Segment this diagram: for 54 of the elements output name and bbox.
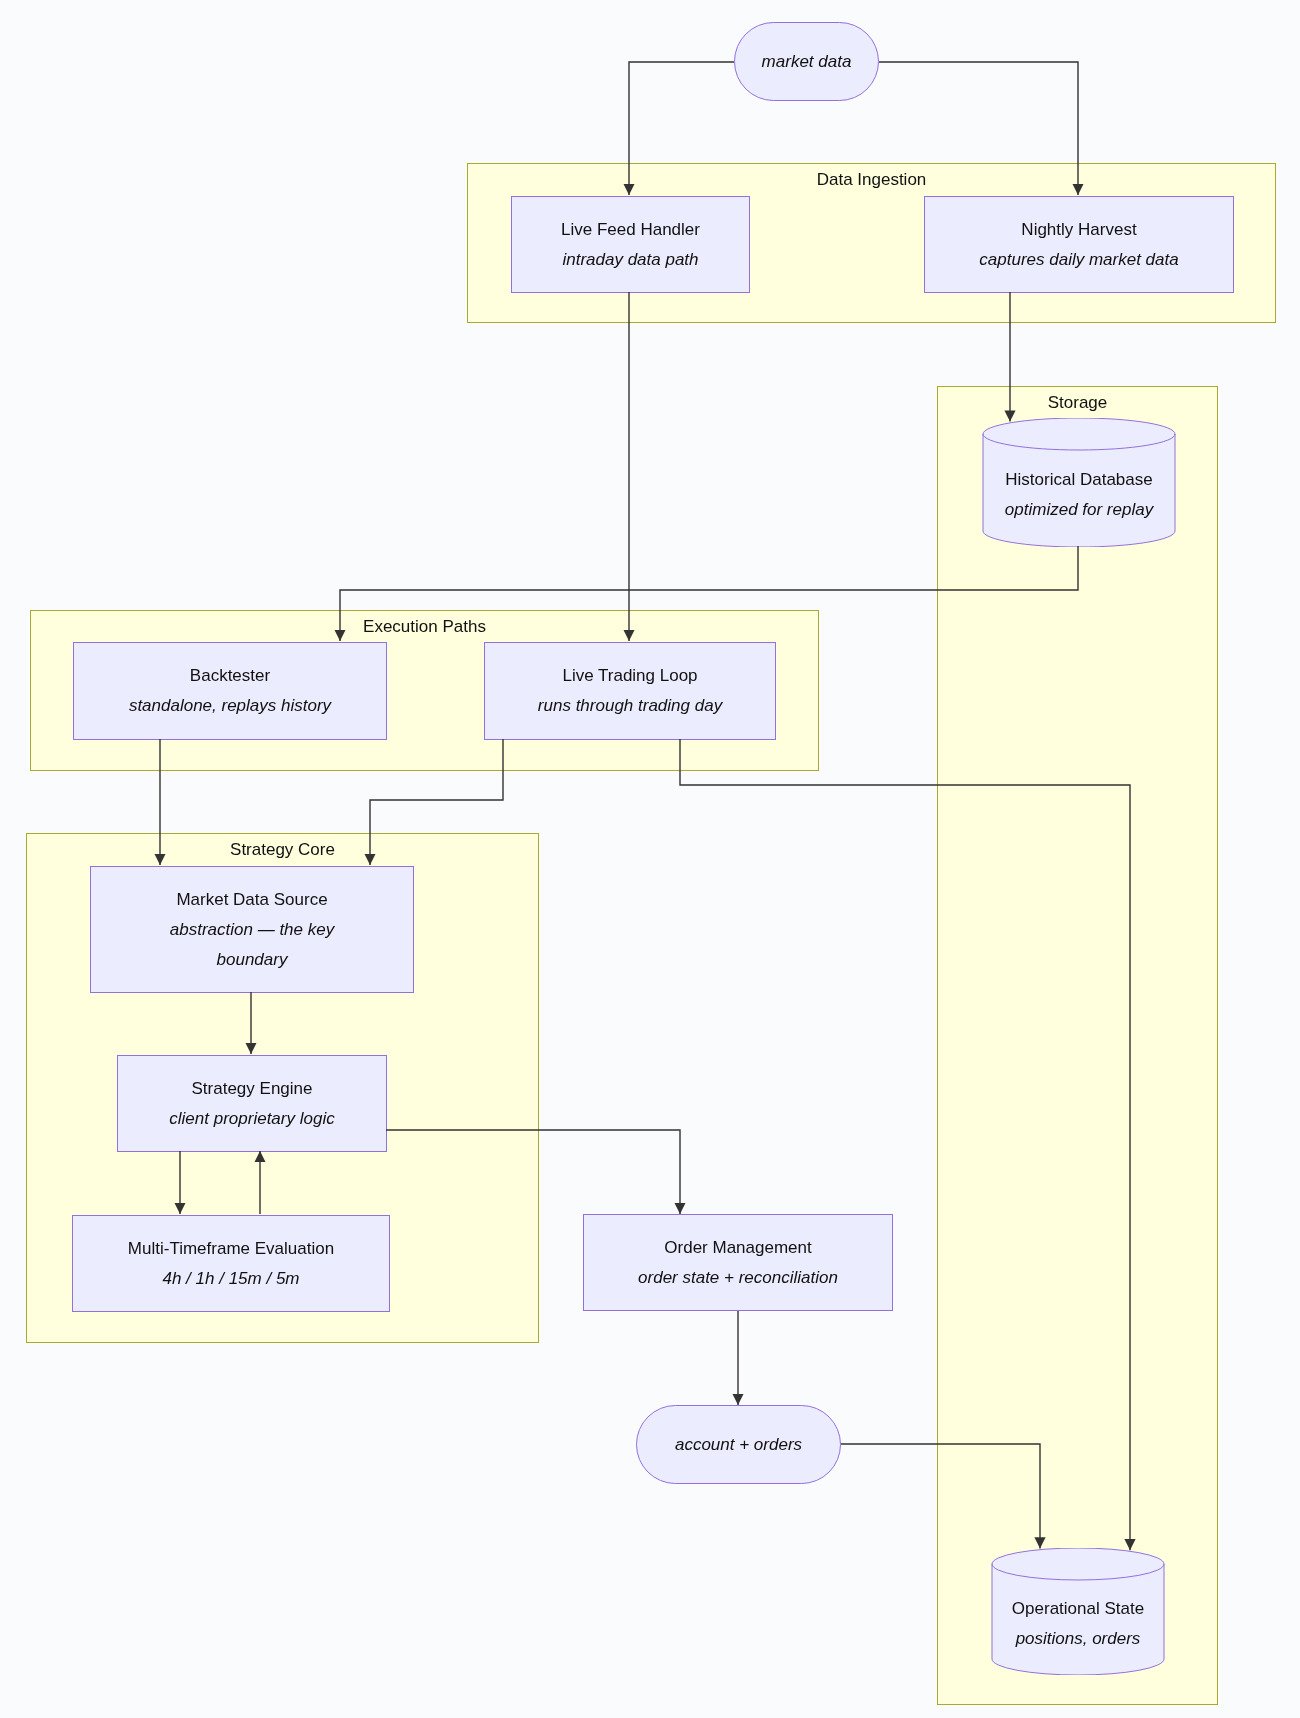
group-label: Execution Paths [363, 616, 486, 638]
node-title: Live Feed Handler [561, 218, 700, 241]
node-title: Strategy Engine [191, 1077, 313, 1100]
arrow [623, 61, 735, 196]
node-subtitle: captures daily market data [979, 248, 1179, 271]
node-subtitle: runs through trading day [537, 695, 723, 717]
node-subtitle: abstraction — the key boundary [168, 918, 336, 971]
node-title: Multi-Timeframe Evaluation [127, 1237, 335, 1260]
node-title: Market Data Source [176, 888, 328, 911]
arrow [334, 545, 1079, 642]
arrow [385, 1129, 686, 1215]
node-title: Operational State [1011, 1597, 1145, 1620]
arrow [1004, 291, 1016, 423]
arrow [245, 991, 257, 1055]
node-title: Live Trading Loop [562, 665, 698, 687]
arrow [679, 738, 1136, 1551]
group-box [30, 610, 819, 771]
node-subtitle: order state + reconciliation [638, 1266, 838, 1289]
process-box [583, 1214, 893, 1311]
node-title: Nightly Harvest [1021, 218, 1137, 241]
arrow [174, 1150, 186, 1215]
process-box [72, 1215, 390, 1312]
group-box [937, 386, 1218, 1705]
arrow [154, 738, 166, 866]
process-box [117, 1055, 387, 1152]
node-subtitle: optimized for replay [1004, 498, 1154, 521]
group-label: Storage [1047, 392, 1108, 414]
group-label: Strategy Core [230, 839, 335, 861]
process-box [73, 642, 387, 740]
node-title: Order Management [664, 1236, 812, 1259]
node-title: Backtester [189, 665, 271, 687]
arrow [732, 1310, 744, 1406]
node-subtitle: intraday data path [562, 248, 699, 271]
process-box [511, 196, 750, 293]
process-box [90, 866, 414, 993]
node-subtitle: standalone, replays history [128, 695, 332, 717]
arrow [364, 738, 504, 866]
process-box [484, 642, 776, 740]
database-cylinder [982, 418, 1176, 547]
node-title: Historical Database [1005, 468, 1153, 491]
arrow [254, 1150, 266, 1215]
arrow [623, 291, 635, 642]
arrow [878, 61, 1084, 196]
group-label: Data Ingestion [816, 169, 927, 191]
arrow [840, 1443, 1046, 1550]
node-subtitle: 4h / 1h / 15m / 5m [162, 1267, 300, 1290]
node-subtitle: positions, orders [1015, 1627, 1141, 1650]
node-subtitle: client proprietary logic [169, 1107, 335, 1130]
node-subtitle: market data [761, 50, 852, 73]
database-cylinder [991, 1548, 1165, 1675]
group-box [26, 833, 539, 1343]
group-box [467, 163, 1276, 323]
node-subtitle: account + orders [674, 1433, 803, 1456]
process-box [924, 196, 1234, 293]
